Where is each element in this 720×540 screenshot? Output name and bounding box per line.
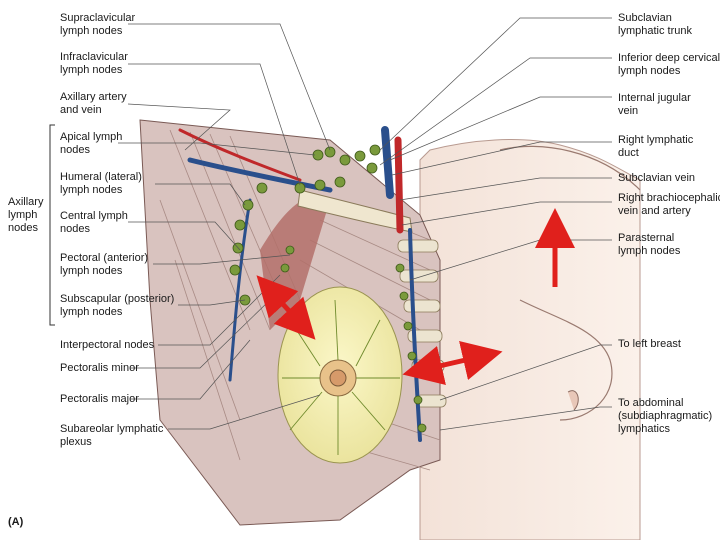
left-nipple [567, 390, 579, 411]
label-subscapular: Subscapular (posterior)lymph nodes [60, 293, 175, 318]
label-to-left-breast: To left breast [618, 338, 681, 350]
label-pectoral: Pectoral (anterior)lymph nodes [60, 252, 149, 277]
leader-lines [118, 17, 612, 431]
axillary-vein [187, 157, 333, 193]
left-breast-outline [519, 299, 613, 421]
artery [394, 136, 404, 234]
label-subclavian-vein: Subclavian vein [618, 172, 696, 184]
lymph-nodes [229, 144, 427, 433]
parasternal-vessel [408, 228, 422, 442]
blood-vessels [178, 126, 422, 442]
label-humeral: Humeral (lateral)lymph nodes [60, 171, 142, 196]
lateral-vessel [228, 198, 252, 382]
annotation-arrows [256, 208, 575, 386]
label-interpectoral: Interpectoral nodes [60, 339, 155, 351]
axillary-artery [178, 128, 302, 182]
skin-region [419, 139, 641, 540]
axillary-bracket [49, 124, 55, 326]
double-headed-arrow [256, 275, 316, 340]
label-pectoralis-major: Pectoralis major [60, 393, 139, 405]
nipple [329, 369, 347, 387]
label-pectoralis-minor: Pectoralis minor [60, 362, 139, 374]
internal-jugular-vein [381, 126, 394, 199]
label-to-abdominal: To abdominal(subdiaphragmatic)lymphatics [618, 397, 713, 435]
double-headed-arrow [402, 340, 503, 386]
figure-letter: (A) [8, 516, 24, 528]
